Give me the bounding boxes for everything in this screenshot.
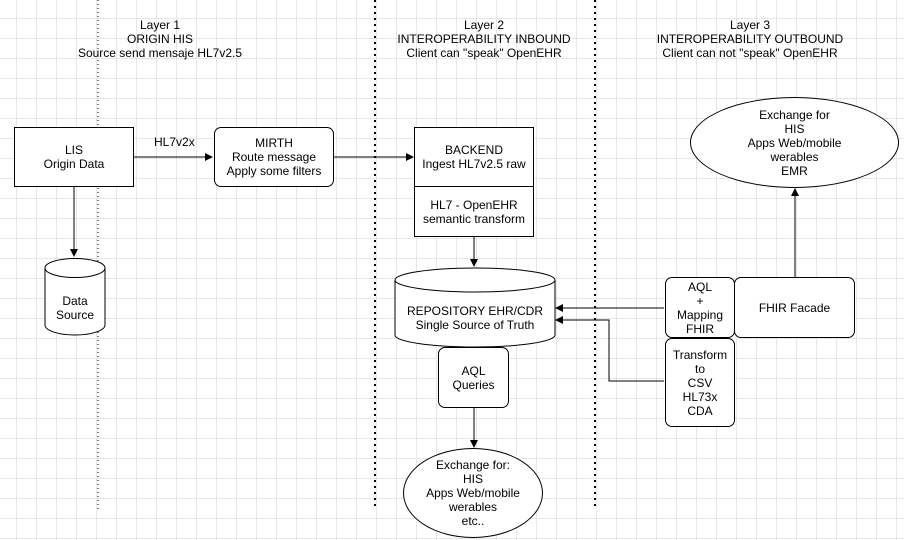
data-source-line-1: Data	[62, 294, 88, 308]
layer-2-note: Client can "speak" OpenEHR	[406, 46, 562, 60]
exchange-outbound-line-5: EMR	[781, 163, 808, 178]
layer-3-name: INTEROPERABILITY OUTBOUND	[656, 32, 844, 46]
aql-mapping-line-2: +	[696, 293, 704, 308]
fhir-facade-label: FHIR Facade	[758, 300, 831, 315]
transform-csv-line-2: to	[694, 361, 705, 376]
data-source-line-2: Source	[55, 308, 95, 322]
aql-mapping-line-1: AQL	[687, 279, 712, 294]
backend-title: BACKEND	[444, 143, 503, 157]
semantic-transform-line-1: HL7 - OpenEHR	[430, 197, 518, 212]
layer-1-name: ORIGIN HIS	[126, 32, 193, 46]
aql-queries-line-2: Queries	[452, 377, 495, 392]
exchange-inbound-line-5: etc..	[461, 514, 485, 528]
backend-subtitle: Ingest HL7v2.5 raw	[422, 157, 526, 171]
exchange-inbound-line-1: Exchange for:	[435, 458, 511, 472]
transform-csv-line-5: CDA	[687, 403, 713, 418]
transform-csv-line-4: HL73x	[682, 389, 718, 404]
aql-mapping-line-4: FHIR	[686, 321, 714, 336]
lis-subtitle: Origin Data	[43, 157, 105, 171]
transform-csv-line-3: CSV	[687, 375, 713, 390]
repository-title: REPOSITORY EHR/CDR	[406, 304, 544, 318]
mirth-line-3: Apply some filters	[226, 164, 322, 178]
layer-3-header: Layer 3 INTEROPERABILITY OUTBOUND Client…	[610, 18, 890, 60]
edge-transformcsv-repository	[555, 316, 664, 382]
aql-mapping-node[interactable]: AQL + Mapping FHIR	[665, 277, 735, 338]
exchange-outbound-line-1: Exchange for	[759, 107, 830, 122]
data-source-cylinder[interactable]	[44, 258, 106, 336]
exchange-inbound-node[interactable]: Exchange for: HIS Apps Web/mobile werabl…	[403, 448, 543, 538]
aql-queries-line-1: AQL	[461, 363, 486, 378]
mirth-title: MIRTH	[255, 136, 293, 150]
exchange-outbound-line-4: werables	[770, 149, 819, 164]
layer-3-note: Client can not "speak" OpenEHR	[662, 46, 838, 60]
fhir-facade-node[interactable]: FHIR Facade	[734, 277, 855, 338]
semantic-transform-line-2: semantic transform	[422, 211, 526, 226]
repository-cylinder[interactable]	[394, 267, 556, 349]
exchange-outbound-line-2: HIS	[784, 121, 805, 136]
layer-2-name: INTEROPERABILITY INBOUND	[397, 32, 571, 46]
aql-queries-node[interactable]: AQL Queries	[438, 347, 509, 408]
transform-csv-node[interactable]: Transform to CSV HL73x CDA	[665, 338, 735, 427]
mirth-node[interactable]: MIRTH Route message Apply some filters	[214, 127, 334, 187]
layer-2-title: Layer 2	[463, 18, 505, 32]
layer-3-title: Layer 3	[729, 18, 771, 32]
exchange-outbound-line-3: Apps Web/mobile	[747, 135, 842, 150]
semantic-transform-node[interactable]: HL7 - OpenEHR semantic transform	[414, 186, 534, 237]
lis-node[interactable]: LIS Origin Data	[14, 127, 134, 187]
aql-mapping-line-3: Mapping	[676, 307, 724, 322]
lis-title: LIS	[64, 143, 83, 157]
exchange-outbound-node[interactable]: Exchange for HIS Apps Web/mobile werable…	[690, 97, 899, 188]
repository-subtitle: Single Source of Truth	[415, 318, 535, 332]
mirth-line-2: Route message	[231, 150, 317, 164]
layer-1-title: Layer 1	[139, 18, 181, 32]
layer-2-header: Layer 2 INTEROPERABILITY INBOUND Client …	[344, 18, 624, 60]
edge-label-hl7v2x: HL7v2x	[154, 135, 195, 149]
layer-1-note: Source send mensaje HL7v2.5	[77, 46, 243, 60]
layer-1-header: Layer 1 ORIGIN HIS Source send mensaje H…	[20, 18, 300, 60]
data-source-label: Data Source	[44, 290, 106, 326]
transform-csv-line-1: Transform	[672, 347, 728, 362]
backend-node[interactable]: BACKEND Ingest HL7v2.5 raw	[414, 127, 534, 187]
exchange-inbound-line-3: Apps Web/mobile	[426, 486, 520, 500]
exchange-inbound-line-2: HIS	[462, 472, 483, 486]
repository-label: REPOSITORY EHR/CDR Single Source of Trut…	[394, 300, 556, 336]
exchange-inbound-line-4: werables	[448, 500, 498, 514]
